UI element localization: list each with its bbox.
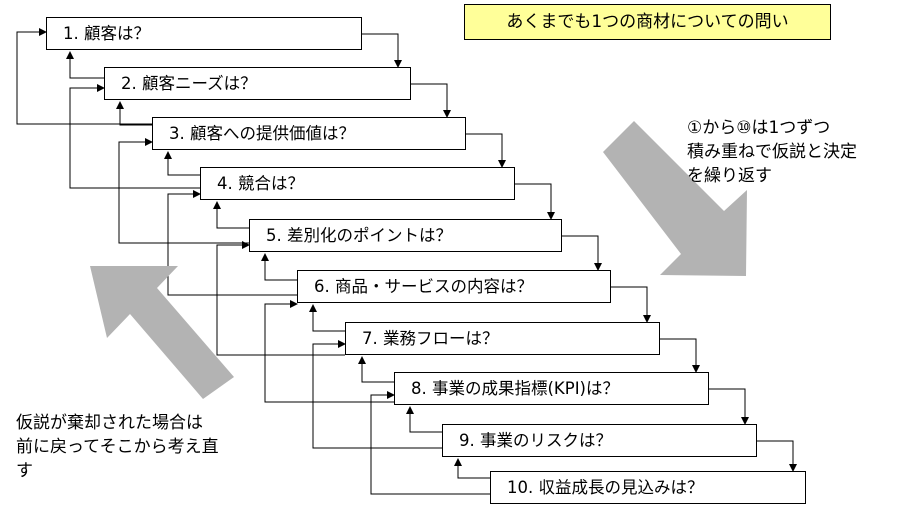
forward-connector	[660, 338, 700, 373]
iteration-caption-line: を繰り返す	[687, 166, 772, 186]
feedback-connector	[164, 151, 200, 176]
feedback-connector	[454, 458, 490, 479]
forward-connector	[709, 388, 749, 425]
step-2-customer-needs: 2. 顧客ニーズは？	[104, 67, 411, 100]
feedback-connector	[358, 356, 394, 383]
backtrack-caption-line: す	[16, 461, 33, 481]
iteration-caption-line: ①から⑩は1つずつ	[687, 118, 831, 138]
step-9-risks: 9. 事業のリスクは？	[442, 424, 757, 457]
forward-connector	[757, 440, 797, 472]
backtrack-caption-line: 前に戻ってそこから考え直	[16, 437, 219, 457]
feedback-connector	[69, 84, 200, 189]
feedback-connector	[116, 101, 152, 126]
feedback-connector	[264, 300, 394, 403]
step-8-kpi: 8. 事業の成果指標(KPI)は？	[394, 372, 709, 405]
forward-connector	[411, 83, 451, 118]
backtrack-caption: 仮説が棄却された場合は 前に戻ってそこから考え直 す	[16, 411, 219, 483]
feedback-connector	[309, 304, 345, 332]
forward-progress-arrow	[603, 121, 747, 276]
forward-connector	[562, 235, 602, 271]
forward-connector	[466, 133, 506, 168]
forward-connector	[362, 33, 402, 68]
forward-connector	[515, 183, 555, 220]
step-connectors	[362, 33, 797, 472]
step-3-value-proposition: 3. 顧客への提供価値は？	[152, 117, 466, 150]
feedback-connector	[118, 138, 249, 244]
backtrack-arrow	[90, 266, 234, 399]
step-10-revenue-growth: 10. 収益成長の見込みは？	[490, 471, 806, 504]
step-7-business-flow: 7. 業務フローは？	[345, 322, 660, 355]
forward-connector	[611, 286, 651, 323]
iteration-caption-line: 積み重ねで仮説と決定	[687, 142, 857, 162]
feedback-connector	[216, 241, 345, 356]
step-6-product-service: 6. 商品・サービスの内容は？	[297, 270, 611, 303]
feedback-connector	[16, 28, 152, 125]
feedback-connector	[213, 201, 249, 229]
feedback-connector	[167, 190, 297, 296]
feedback-connector	[406, 406, 442, 433]
feedback-connector	[312, 340, 442, 449]
step-5-differentiation: 5. 差別化のポイントは？	[249, 219, 562, 252]
feedback-connector	[261, 253, 297, 281]
backtrack-caption-line: 仮説が棄却された場合は	[16, 413, 203, 433]
iteration-caption: ①から⑩は1つずつ 積み重ねで仮説と決定 を繰り返す	[687, 116, 857, 188]
feedback-connector	[66, 51, 104, 79]
scope-note: あくまでも1つの商材についての問い	[464, 4, 831, 40]
feedback-loops	[16, 28, 490, 495]
step-1-customer: 1. 顧客は？	[46, 17, 362, 50]
feedback-connector	[370, 391, 490, 495]
step-4-competitors: 4. 競合は？	[200, 167, 515, 200]
